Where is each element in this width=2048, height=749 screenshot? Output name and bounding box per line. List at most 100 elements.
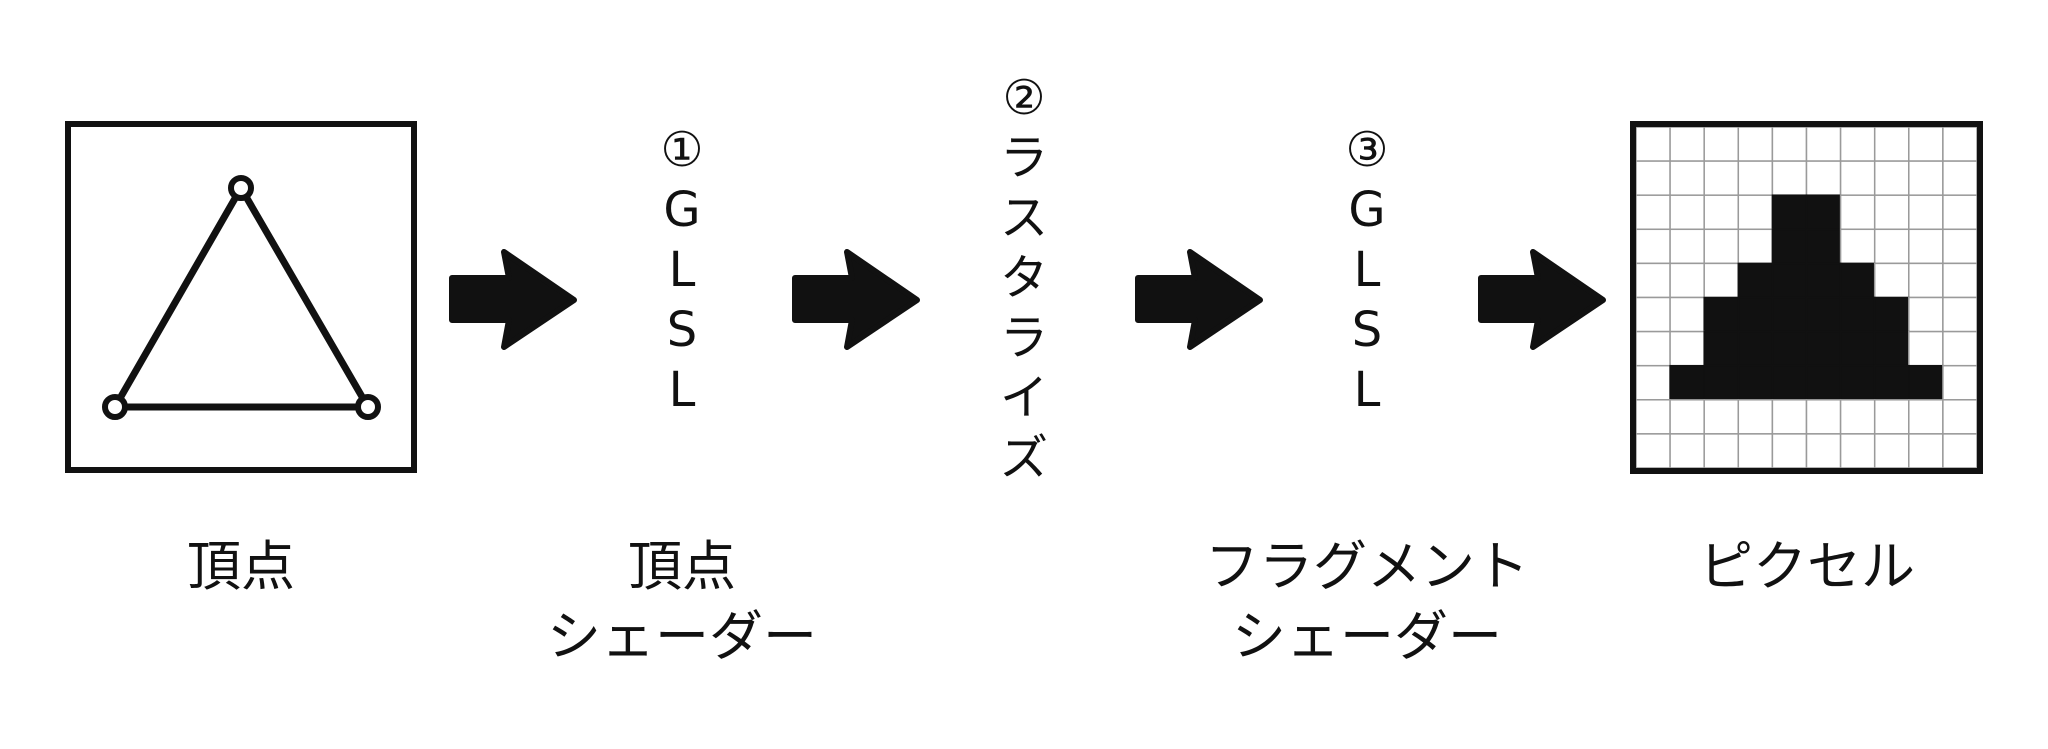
pixel-empty — [1737, 399, 1774, 435]
pixel-empty — [1873, 160, 1910, 196]
pixel-filled — [1703, 364, 1740, 401]
pixel-empty — [1908, 262, 1944, 299]
pixel-empty — [1703, 262, 1740, 299]
pixel-filled — [1873, 330, 1910, 367]
pixel-filled — [1805, 330, 1842, 367]
triangle-edge — [237, 186, 372, 409]
step1-char: G — [663, 182, 701, 238]
pixel-filled — [1771, 364, 1808, 401]
pixel-empty — [1635, 126, 1671, 162]
pixel-empty — [1771, 126, 1808, 162]
pixel-empty — [1703, 194, 1740, 231]
step1-char: L — [668, 242, 696, 298]
pixel-empty — [1669, 228, 1705, 265]
pixel-empty — [1669, 126, 1705, 162]
pixel-empty — [1873, 262, 1910, 299]
pixel-empty — [1873, 194, 1910, 231]
step1-caption-line1: 頂点 — [628, 535, 736, 598]
pixel-empty — [1908, 433, 1944, 469]
pixel-empty — [1942, 194, 1978, 231]
pixel-filled — [1805, 194, 1842, 231]
pixel-empty — [1908, 228, 1944, 265]
pixel-filled — [1703, 330, 1740, 367]
pixel-empty — [1635, 296, 1671, 333]
pixel-empty — [1908, 194, 1944, 231]
pixel-filled — [1737, 364, 1774, 401]
pixel-empty — [1669, 194, 1705, 231]
pixel-empty — [1805, 433, 1842, 469]
pixel-filled — [1873, 296, 1910, 333]
pixel-empty — [1737, 194, 1774, 231]
pixel-empty — [1635, 364, 1671, 401]
step2-char: ラ — [999, 310, 1048, 366]
pixel-empty — [1942, 364, 1978, 401]
pixel-empty — [1873, 399, 1910, 435]
pixel-empty — [1771, 160, 1808, 196]
pixel-empty — [1908, 330, 1944, 367]
pixel-filled — [1839, 296, 1876, 333]
pixel-filled — [1771, 330, 1808, 367]
step1-char: S — [666, 302, 698, 358]
vertex-point — [355, 394, 381, 420]
pixel-empty — [1839, 126, 1876, 162]
pixel-empty — [1737, 228, 1774, 265]
pixel-empty — [1908, 126, 1944, 162]
pixel-empty — [1942, 160, 1978, 196]
triangle-edge — [111, 186, 245, 409]
pixel-filled — [1771, 228, 1808, 265]
step2-char: ス — [999, 190, 1048, 246]
step2-char: タ — [999, 250, 1048, 306]
pixel-empty — [1839, 160, 1876, 196]
pixel-empty — [1942, 262, 1978, 299]
pixel-empty — [1635, 433, 1671, 469]
step2-number: ② — [1002, 70, 1046, 126]
step3-char: L — [1353, 362, 1381, 418]
step2-char: ラ — [999, 130, 1048, 186]
pixel-empty — [1703, 399, 1740, 435]
pixel-empty — [1942, 330, 1978, 367]
step2-char: イ — [999, 370, 1048, 426]
pixel-empty — [1942, 399, 1978, 435]
pixel-empty — [1942, 433, 1978, 469]
step1-caption-line2: シェーダー — [547, 605, 817, 668]
pixel-filled — [1805, 296, 1842, 333]
pixel-empty — [1737, 126, 1774, 162]
pixel-empty — [1635, 228, 1671, 265]
pixel-empty — [1805, 399, 1842, 435]
step1-number: ① — [660, 122, 704, 178]
vertex-caption: 頂点 — [141, 532, 341, 602]
pixel-empty — [1839, 399, 1876, 435]
arrow-right-icon — [1478, 249, 1606, 350]
pixel-empty — [1669, 433, 1705, 469]
step3-caption-line1: フラグメント — [1205, 535, 1529, 598]
pixel-caption: ピクセル — [1677, 532, 1937, 602]
pixel-empty — [1805, 160, 1842, 196]
pixel-filled — [1771, 262, 1808, 299]
pixel-filled — [1839, 364, 1876, 401]
pixel-empty — [1908, 296, 1944, 333]
pixel-filled — [1839, 330, 1876, 367]
step2-char: ズ — [999, 430, 1048, 486]
step1-caption: 頂点 シェーダー — [512, 532, 852, 672]
pixel-empty — [1908, 160, 1944, 196]
pixel-empty — [1703, 228, 1740, 265]
pixel-filled — [1737, 330, 1774, 367]
pixel-box — [1630, 121, 1983, 474]
pixel-filled — [1669, 364, 1705, 401]
step3-caption: フラグメント シェーダー — [1167, 532, 1567, 672]
pixel-filled — [1737, 296, 1774, 333]
vertex-point — [102, 394, 128, 420]
pixel-grid — [1635, 126, 1978, 469]
pixel-filled — [1703, 296, 1740, 333]
pixel-empty — [1805, 126, 1842, 162]
pixel-empty — [1737, 160, 1774, 196]
pixel-empty — [1669, 262, 1705, 299]
pixel-filled — [1805, 228, 1842, 265]
pixel-filled — [1771, 194, 1808, 231]
pixel-filled — [1873, 364, 1910, 401]
pixel-empty — [1839, 228, 1876, 265]
